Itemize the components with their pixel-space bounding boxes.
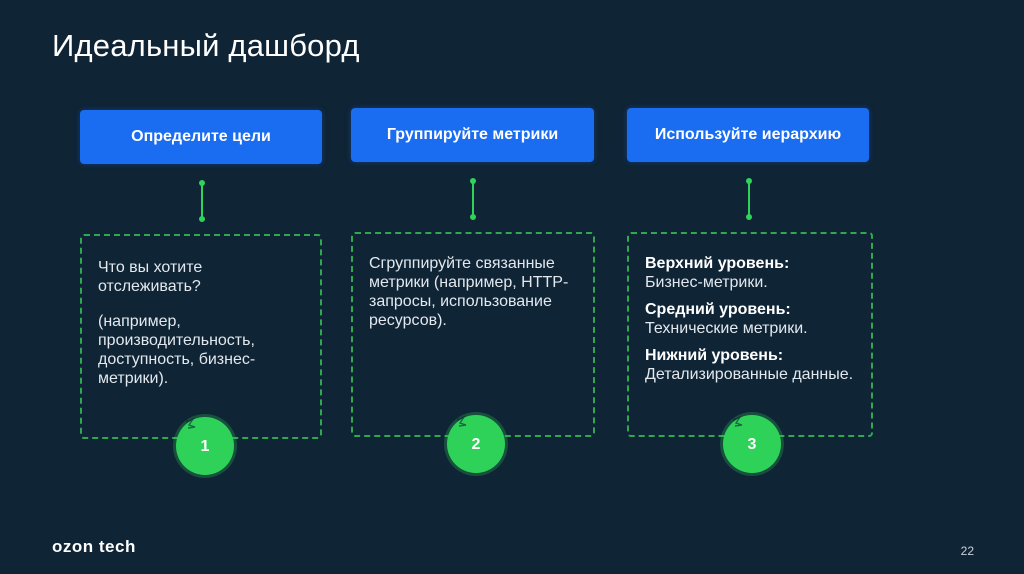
connector bbox=[744, 178, 754, 220]
step-number-badge-3: 3 bbox=[720, 411, 781, 473]
step-column-1: Определите цели Что вы хотите отслеживат… bbox=[80, 108, 328, 475]
define-goals-button[interactable]: Определите цели bbox=[80, 110, 322, 164]
tier-top: Верхний уровень: Бизнес-метрики. bbox=[645, 255, 790, 291]
splash-icon bbox=[173, 413, 196, 429]
ozon-tech-logo: ozon tech bbox=[52, 537, 136, 556]
use-hierarchy-button[interactable]: Используйте иерархию bbox=[627, 108, 869, 162]
tier-middle: Средний уровень: Технические метрики. bbox=[645, 301, 808, 337]
step-column-2: Группируйте метрики Сгруппируйте связанн… bbox=[351, 108, 599, 473]
step-card-3: Верхний уровень: Бизнес-метрики. Средний… bbox=[627, 232, 873, 473]
slide-title: Идеальный дашборд bbox=[52, 28, 360, 63]
splash-icon bbox=[444, 411, 467, 427]
tier-bottom: Нижний уровень: Детализированные данные. bbox=[645, 347, 854, 383]
step-number-badge-2: 2 bbox=[444, 411, 505, 473]
group-metrics-button[interactable]: Группируйте метрики bbox=[351, 108, 594, 162]
step-column-3: Используйте иерархию Верхний уровень: Би… bbox=[627, 108, 875, 473]
step-card-1: Что вы хотите отслеживать? (например, пр… bbox=[80, 234, 322, 475]
splash-icon bbox=[720, 411, 743, 427]
card-question: Что вы хотите отслеживать? bbox=[98, 259, 203, 295]
step-card-2: Сгруппируйте связанные метрики (например… bbox=[351, 232, 595, 473]
step-number-badge-1: 1 bbox=[173, 413, 234, 475]
connector bbox=[468, 178, 478, 220]
connector bbox=[197, 180, 207, 222]
card-text: Сгруппируйте связанные метрики (например… bbox=[369, 255, 569, 329]
card-example: (например, производительность, доступнос… bbox=[98, 313, 256, 387]
page-number: 22 bbox=[960, 544, 974, 558]
